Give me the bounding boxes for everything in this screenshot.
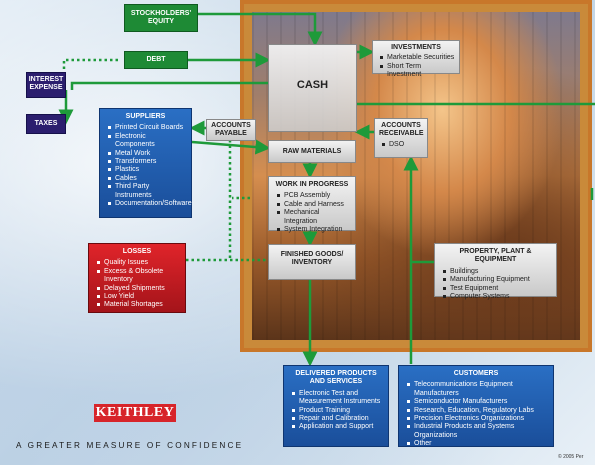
work-in-progress-title: WORK IN PROGRESS [275,181,349,188]
list-item: Metal Work [108,150,186,158]
list-item: Mechanical Integration [277,209,350,226]
list-item: PCB Assembly [277,192,350,200]
cash-box: CASH [268,44,357,132]
list-item: Short Term Investment [380,63,455,80]
taxes-box: TAXES [26,114,66,134]
list-item: Other [407,440,548,448]
ppe-box: PROPERTY, PLANT & EQUIPMENT Buildings Ma… [434,243,557,300]
list-item: Material Shortages [97,301,180,309]
cash-label: CASH [296,79,329,91]
ppe-title: PROPERTY, PLANT & EQUIPMENT [459,248,532,264]
list-item: Transformers [108,158,186,166]
tagline: A GREATER MEASURE OF CONFIDENCE [16,441,244,450]
list-item: Product Training [292,407,383,415]
accounts-payable-box: ACCOUNTS PAYABLE [206,119,256,141]
list-item: Quality Issues [97,259,180,267]
finished-goods-label: FINISHED GOODS/ INVENTORY [280,251,344,267]
list-item: Test Equipment [443,285,551,293]
accounts-receivable-box: ACCOUNTS RECEIVABLE DSO [374,118,428,158]
interest-expense-label: INTEREST EXPENSE [28,76,64,92]
copyright: © 2005 Per [558,454,584,460]
stockholders-equity-label: STOCKHOLDERS' EQUITY [130,10,192,26]
raw-materials-box: RAW MATERIALS [268,140,356,163]
list-item: Telecommunications Equipment Manufacture… [407,381,548,398]
losses-box: LOSSES Quality Issues Excess & Obsolete … [88,243,186,313]
losses-title: LOSSES [122,248,152,255]
list-item: Marketable Securities [380,54,455,62]
list-item: Printed Circuit Boards [108,124,186,132]
list-item: DSO [382,141,423,149]
list-item: Buildings [443,268,551,276]
debt-label: DEBT [146,56,166,63]
accounts-receivable-title: ACCOUNTS RECEIVABLE [379,122,424,138]
list-item: Low Yield [97,293,180,301]
list-item: Precision Electronics Organizations [407,415,548,423]
finished-goods-box: FINISHED GOODS/ INVENTORY [268,244,356,280]
customers-title: CUSTOMERS [453,370,499,377]
list-item: Industrial Products and Systems Organiza… [407,423,548,440]
work-in-progress-box: WORK IN PROGRESS PCB Assembly Cable and … [268,176,356,234]
delivered-products-box: DELIVERED PRODUCTS AND SERVICES Electron… [283,365,389,447]
list-item: Semiconductor Manufacturers [407,398,548,406]
list-item: Computer Systems [443,293,551,301]
list-item: Excess & Obsolete Inventory [97,268,180,285]
stockholders-equity-box: STOCKHOLDERS' EQUITY [124,4,198,32]
list-item: Application and Support [292,423,383,431]
list-item: Delayed Shipments [97,285,180,293]
investments-box: INVESTMENTS Marketable Securities Short … [372,40,460,78]
list-item: System Integration [277,226,350,234]
delivered-products-title: DELIVERED PRODUCTS AND SERVICES [295,370,377,386]
investments-title: INVESTMENTS [391,44,441,51]
list-item: Electronic Components [108,133,186,150]
debt-box: DEBT [124,51,188,69]
list-item: Third Party Instruments [108,183,186,200]
list-item: Plastics [108,166,186,174]
list-item: Repair and Calibration [292,415,383,423]
interest-expense-box: INTEREST EXPENSE [26,72,66,98]
list-item: Documentation/Software [108,199,192,207]
list-item: Manufacturing Equipment [443,276,551,284]
list-item: Electronic Test and Measurement Instrume… [292,390,383,407]
list-item: Cable and Harness [277,201,350,209]
suppliers-title: SUPPLIERS [125,113,166,120]
list-item: Research, Education, Regulatory Labs [407,407,548,415]
list-item: Cables [108,175,186,183]
keithley-logo: KEITHLEY [94,404,176,422]
accounts-payable-label: ACCOUNTS PAYABLE [211,122,251,138]
taxes-label: TAXES [34,120,58,127]
customers-box: CUSTOMERS Telecommunications Equipment M… [398,365,554,447]
raw-materials-label: RAW MATERIALS [282,148,342,155]
suppliers-box: SUPPLIERS Printed Circuit Boards Electro… [99,108,192,218]
